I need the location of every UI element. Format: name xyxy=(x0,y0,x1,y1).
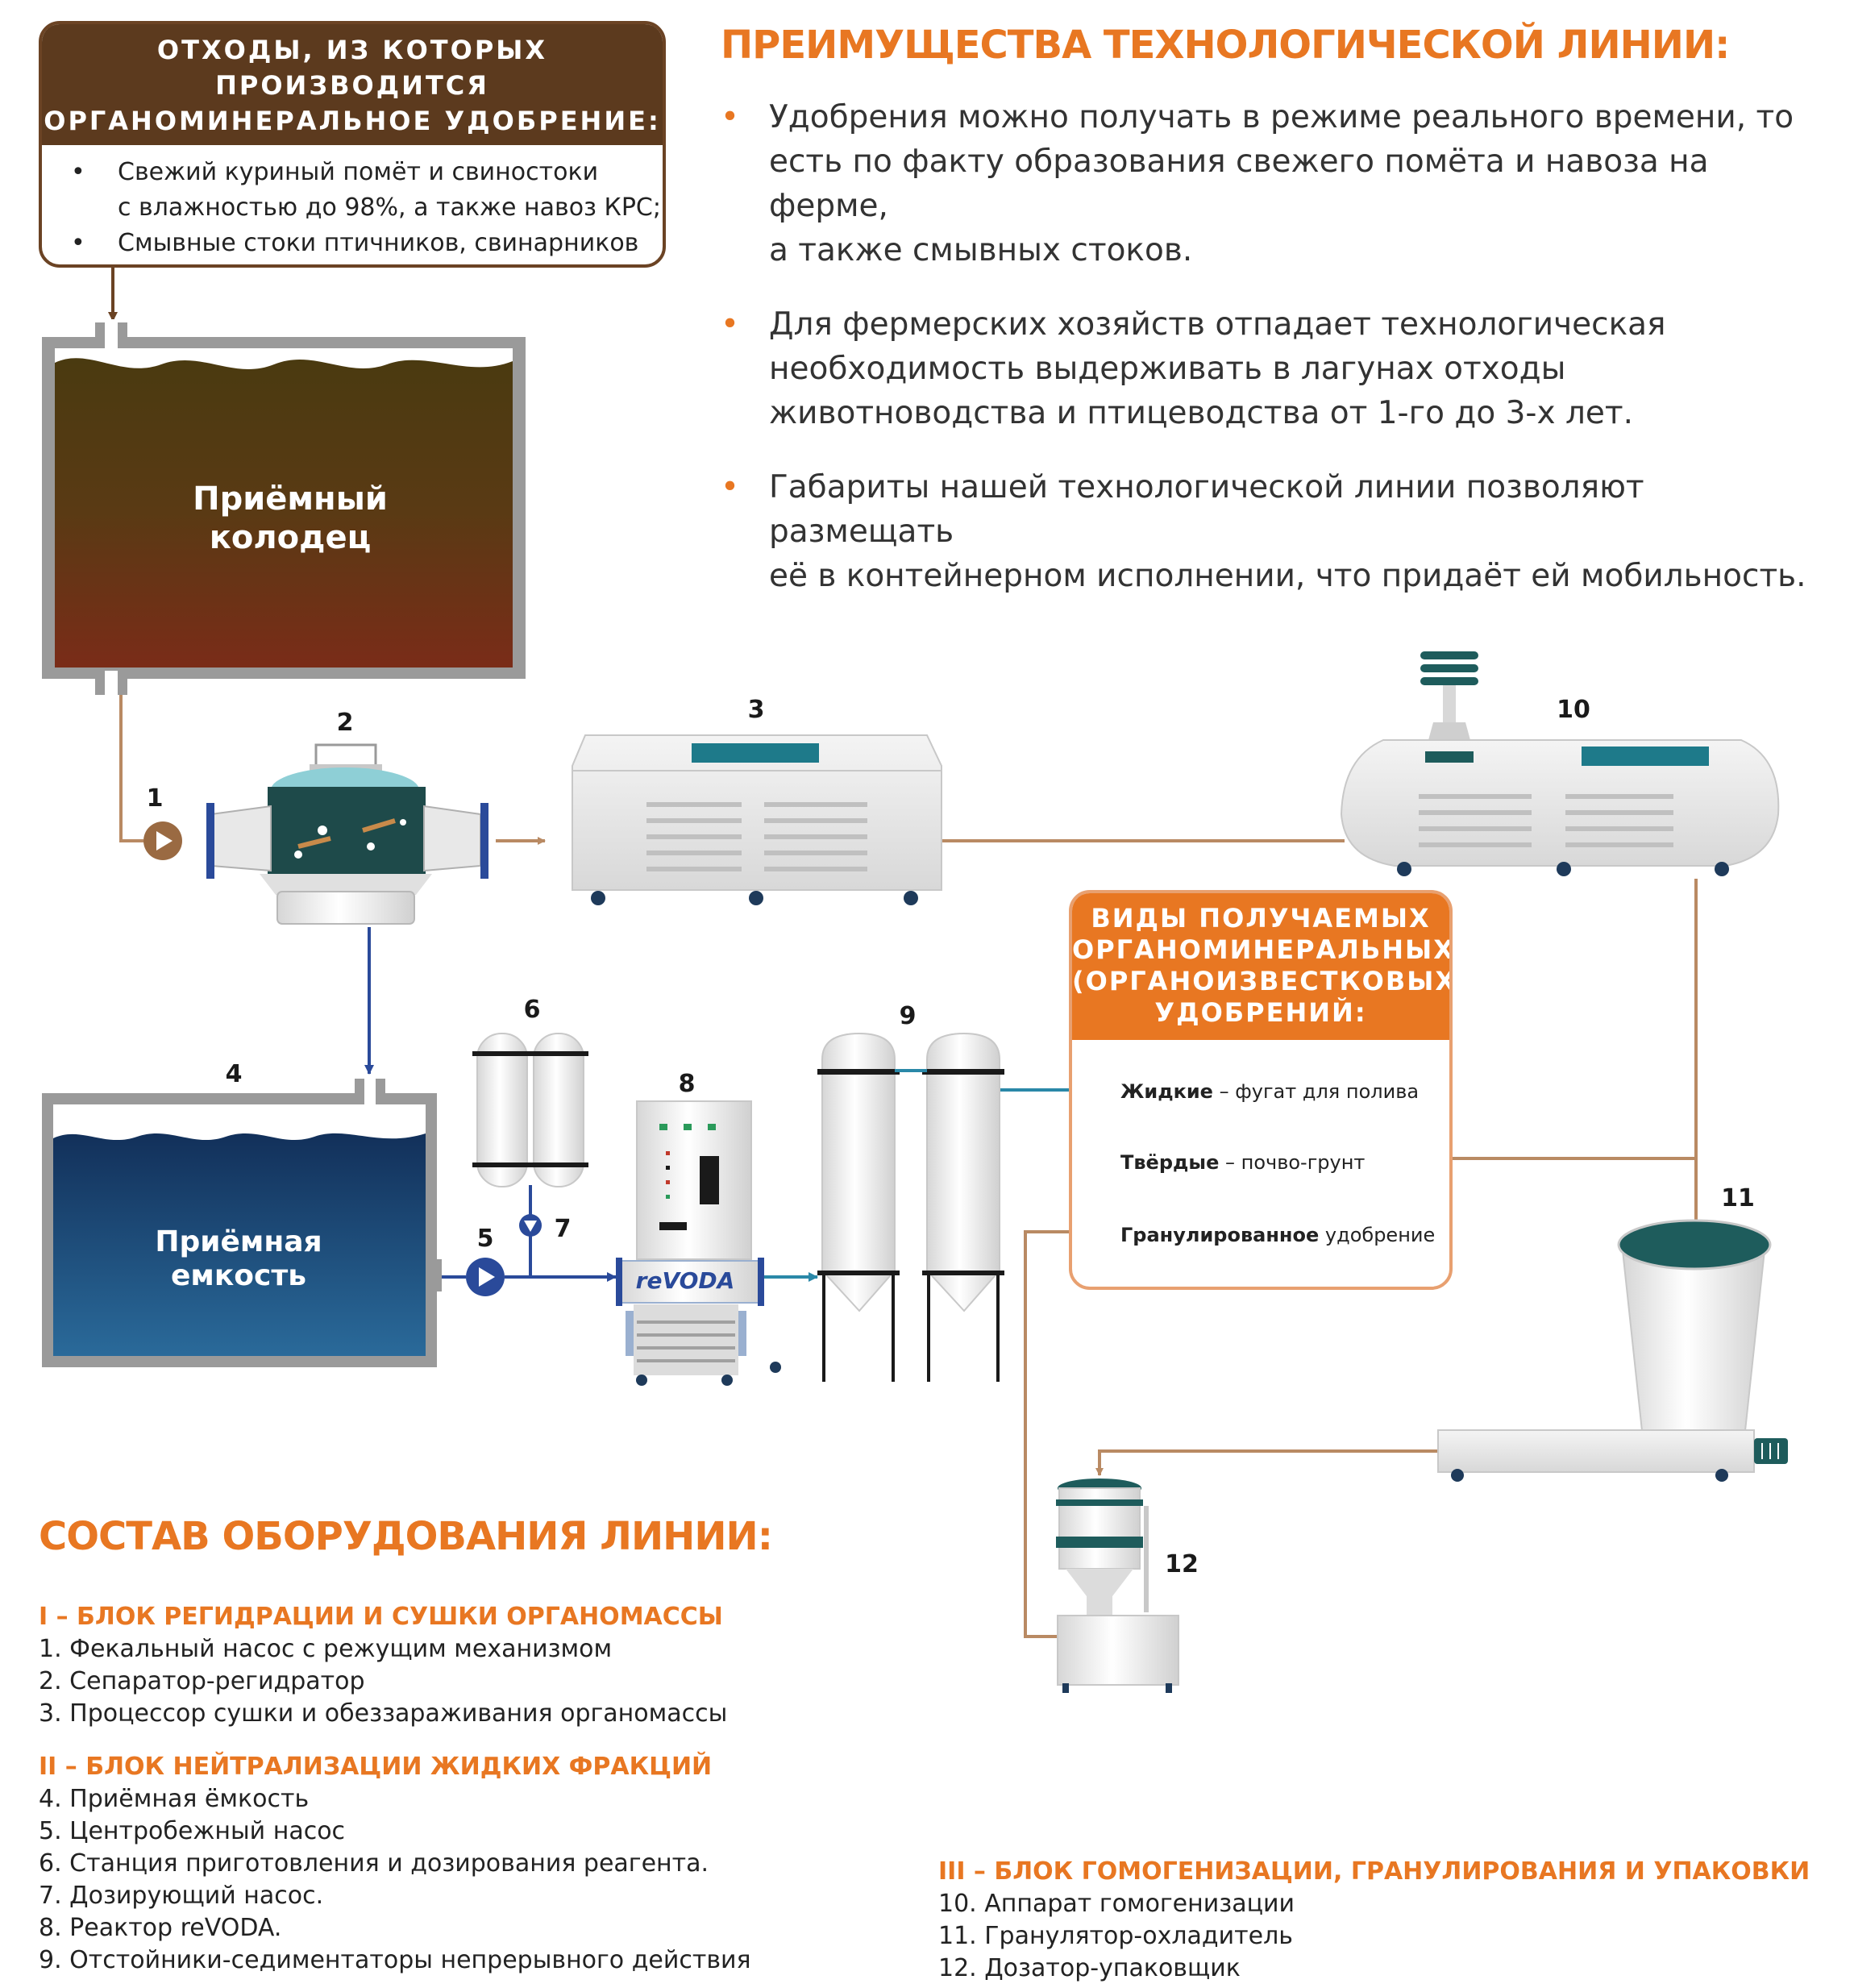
label-9: 9 xyxy=(900,1002,917,1030)
block1-title: I – БЛОК РЕГИДРАЦИИ И СУШКИ ОРГАНОМАССЫ xyxy=(39,1603,723,1631)
advantages-list: Удобрения можно получать в режиме реальн… xyxy=(721,95,1817,628)
diagram-labels: Приёмный колодец Приёмная емкость reVODA… xyxy=(147,480,1755,1578)
list-item: 11. Гранулятор-охладитель xyxy=(938,1922,1293,1950)
block2-title: II – БЛОК НЕЙТРАЛИЗАЦИИ ЖИДКИХ ФРАКЦИЙ xyxy=(39,1753,713,1781)
pipe-granulator-to-packer xyxy=(1095,1449,1438,1476)
tank-label-line2: емкость xyxy=(171,1259,306,1292)
label-3: 3 xyxy=(748,696,765,724)
pipe-packer-to-granulated xyxy=(1024,1228,1089,1638)
granulator-cooler xyxy=(1437,1219,1788,1482)
settling-tanks xyxy=(817,1032,1004,1382)
waste-sources-box: ОТХОДЫ, ИЗ КОТОРЫХ ПРОИЗВОДИТСЯ ОРГАНОМИ… xyxy=(39,21,666,268)
tank-label-line1: Приёмная xyxy=(155,1225,322,1258)
list-item: 3. Процессор сушки и обеззараживания орг… xyxy=(39,1699,728,1728)
label-7: 7 xyxy=(555,1215,572,1243)
block3-list: 10. Аппарат гомогенизации 11. Гранулятор… xyxy=(938,1888,1295,1985)
list-item: 12. Дозатор-упаковщик xyxy=(938,1954,1241,1982)
list-item: 4. Приёмная ёмкость xyxy=(39,1785,310,1813)
reactor-logo: reVODA xyxy=(636,1267,735,1294)
label-12: 12 xyxy=(1165,1550,1199,1578)
label-1: 1 xyxy=(147,784,164,813)
drying-processor xyxy=(572,734,942,905)
homogenizer xyxy=(1340,651,1780,876)
list-item: 5. Центробежный насос xyxy=(39,1817,346,1845)
label-6: 6 xyxy=(524,996,541,1024)
label-5: 5 xyxy=(477,1225,494,1253)
advantage-item: Удобрения можно получать в режиме реальн… xyxy=(721,95,1817,272)
block2-list: 4. Приёмная ёмкость 5. Центробежный насо… xyxy=(39,1783,751,1977)
reagent-station xyxy=(472,1033,588,1187)
list-item: 9. Отстойники-седиментаторы непрерывного… xyxy=(39,1946,751,1974)
list-item: 6. Станция приготовления и дозирования р… xyxy=(39,1849,709,1878)
label-11: 11 xyxy=(1721,1184,1755,1212)
list-item: 7. Дозирующий насос. xyxy=(39,1882,324,1910)
waste-sources-list: Свежий куриный помёт и свиностоки с влаж… xyxy=(71,155,663,264)
dosing-pump xyxy=(519,1214,542,1237)
advantage-item: Габариты нашей технологической линии поз… xyxy=(721,465,1817,598)
receiving-tank xyxy=(42,1075,442,1367)
list-item: 1. Фекальный насос с режущим механизмом xyxy=(39,1635,613,1663)
revoda-reactor xyxy=(616,1100,781,1386)
fertilizer-types-box: ВИДЫ ПОЛУЧАЕМЫХ ОРГАНОМИНЕРАЛЬНЫХ (ОРГАН… xyxy=(1069,890,1453,1290)
pump-1 xyxy=(143,821,182,860)
centrifugal-pump xyxy=(466,1258,505,1296)
label-4: 4 xyxy=(226,1060,243,1088)
list-item: 8. Реактор reVODA. xyxy=(39,1914,282,1942)
pipe-well-to-pump xyxy=(119,676,143,842)
fertilizer-types-title: ВИДЫ ПОЛУЧАЕМЫХ ОРГАНОМИНЕРАЛЬНЫХ (ОРГАН… xyxy=(1072,893,1449,1040)
waste-sources-title: ОТХОДЫ, ИЗ КОТОРЫХ ПРОИЗВОДИТСЯ ОРГАНОМИ… xyxy=(42,24,663,145)
label-8: 8 xyxy=(679,1070,696,1098)
well-label-line1: Приёмный xyxy=(193,480,388,518)
label-2: 2 xyxy=(337,709,354,737)
type-solid: Твёрдые – почво-грунт xyxy=(1120,1151,1366,1174)
list-item: 10. Аппарат гомогенизации xyxy=(938,1890,1295,1918)
block3-title: III – БЛОК ГОМОГЕНИЗАЦИИ, ГРАНУЛИРОВАНИЯ… xyxy=(938,1857,1810,1886)
list-item: 2. Сепаратор-регидратор xyxy=(39,1667,365,1695)
well-label-line2: колодец xyxy=(210,519,372,556)
receiving-well xyxy=(42,319,526,697)
type-liquid: Жидкие – фугат для полива xyxy=(1120,1080,1420,1103)
composition-title: СОСТАВ ОБОРУДОВАНИЯ ЛИНИИ: xyxy=(39,1514,773,1559)
waste-item: Смывные стоки птичников, свинарников и к… xyxy=(71,226,663,264)
waste-item: Свежий куриный помёт и свиностоки с влаж… xyxy=(71,155,663,226)
block1-list: 1. Фекальный насос с режущим механизмом … xyxy=(39,1633,727,1730)
advantage-item: Для фермерских хозяйств отпадает техноло… xyxy=(721,302,1817,435)
advantages-title: ПРЕИМУЩЕСТВА ТЕХНОЛОГИЧЕСКОЙ ЛИНИИ: xyxy=(721,23,1730,68)
type-granulated: Гранулированное удобрение xyxy=(1120,1224,1436,1246)
dosing-packer xyxy=(1056,1479,1179,1693)
label-10: 10 xyxy=(1557,696,1590,724)
separator-regidrator xyxy=(206,743,488,925)
